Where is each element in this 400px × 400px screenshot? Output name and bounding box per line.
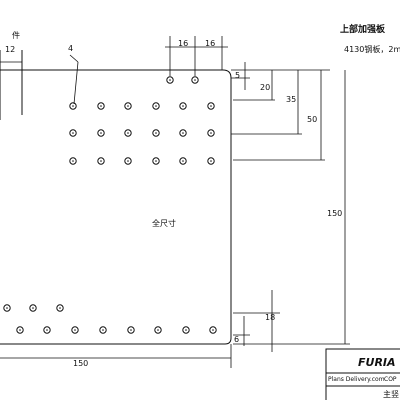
hole-center: [59, 307, 61, 309]
copy-fragment: COP: [384, 376, 397, 383]
hole-center: [127, 160, 129, 162]
hole: [179, 129, 187, 137]
dim-150-horizontal: 150: [73, 359, 88, 368]
hole-center: [100, 132, 102, 134]
hole: [207, 157, 215, 165]
bottom-dimension: [0, 344, 232, 368]
hole-center: [155, 132, 157, 134]
dim-50: 50: [307, 115, 317, 124]
hole: [152, 102, 160, 110]
hole-center: [19, 329, 21, 331]
hole: [179, 102, 187, 110]
dim-16-left: 16: [178, 39, 188, 48]
drawing-title: 上部加强板: [340, 23, 386, 35]
hole: [43, 326, 51, 334]
hole: [207, 129, 215, 137]
hole-center: [212, 329, 214, 331]
hole: [3, 304, 11, 312]
hole: [124, 157, 132, 165]
dim-6: 6: [234, 335, 239, 344]
hole-center: [210, 132, 212, 134]
hole-center: [100, 160, 102, 162]
hole: [97, 102, 105, 110]
top-dimensions: [0, 36, 228, 105]
right-dimensions: [231, 62, 350, 352]
hole: [16, 326, 24, 334]
hole-center: [100, 105, 102, 107]
hole-center: [210, 160, 212, 162]
plate-edge: [0, 69, 232, 345]
hole: [99, 326, 107, 334]
hole: [166, 76, 174, 84]
hole-center: [169, 79, 171, 81]
hole: [71, 326, 79, 334]
hole: [56, 304, 64, 312]
hole: [97, 157, 105, 165]
hole: [97, 129, 105, 137]
hole: [127, 326, 135, 334]
hole-center: [182, 132, 184, 134]
hole-center: [72, 105, 74, 107]
hole: [179, 157, 187, 165]
hole-pattern: [3, 76, 217, 334]
hole-callout: 4: [68, 44, 73, 53]
plate-outline: [0, 69, 232, 345]
hole-center: [155, 160, 157, 162]
hole-center: [210, 105, 212, 107]
hole-center: [155, 105, 157, 107]
hole: [182, 326, 190, 334]
center-label: 全尺寸: [152, 218, 176, 228]
hole-center: [194, 79, 196, 81]
dim-150-vertical: 150: [327, 209, 342, 218]
hole: [209, 326, 217, 334]
hole-center: [130, 329, 132, 331]
part-label: 件: [12, 30, 20, 40]
hole: [152, 129, 160, 137]
hole: [124, 129, 132, 137]
hole-center: [32, 307, 34, 309]
hole: [154, 326, 162, 334]
dim-16-right: 16: [205, 39, 215, 48]
hole-center: [102, 329, 104, 331]
spec-note: 4130钢板，2mm厚。: [344, 44, 400, 54]
hole-center: [127, 132, 129, 134]
title-block: [325, 348, 400, 400]
hole-center: [6, 307, 8, 309]
hole: [152, 157, 160, 165]
hole-center: [46, 329, 48, 331]
hole: [69, 129, 77, 137]
dim-20: 20: [260, 83, 270, 92]
hole: [207, 102, 215, 110]
hole: [69, 102, 77, 110]
hole-center: [127, 105, 129, 107]
hole: [69, 157, 77, 165]
hole: [191, 76, 199, 84]
hole-center: [72, 160, 74, 162]
hole: [124, 102, 132, 110]
dim-18: 18: [265, 313, 275, 322]
hole-center: [74, 329, 76, 331]
website-text: Plans Delivery.com: [328, 376, 385, 383]
hole-center: [157, 329, 159, 331]
hole-center: [185, 329, 187, 331]
dim-35: 35: [286, 95, 296, 104]
hole-center: [182, 105, 184, 107]
dim-5: 5: [235, 71, 240, 80]
hole: [29, 304, 37, 312]
left-feature: [0, 50, 23, 120]
hole-center: [72, 132, 74, 134]
dim-12: 12: [5, 45, 15, 54]
brand-name: FURIA: [358, 356, 396, 369]
main-label: 主竖: [383, 389, 399, 399]
hole-center: [182, 160, 184, 162]
